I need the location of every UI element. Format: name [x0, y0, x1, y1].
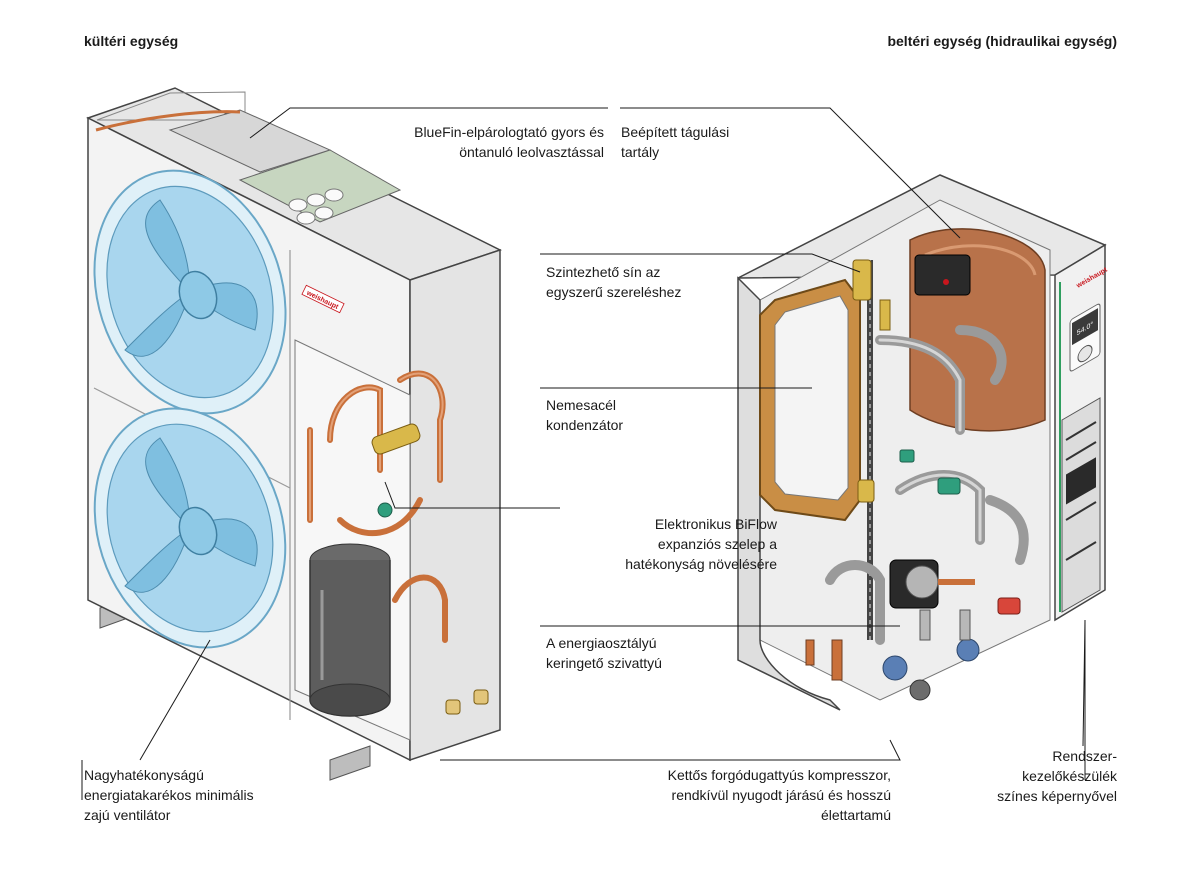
label-circulation-pump: A energiaosztályú keringető szivattyú — [546, 635, 662, 671]
circulation-pump — [889, 559, 975, 609]
stainless-condenser — [759, 278, 861, 522]
indoor-unit-heading: beltéri egység (hidraulikai egység) — [887, 33, 1117, 49]
label-compressor: Kettős forgódugattyús kompresszor, rendk… — [667, 767, 891, 823]
label-expansion-tank: Beépített tágulási tartály — [621, 124, 730, 160]
compressor — [309, 543, 391, 717]
lower-fan — [93, 407, 287, 649]
label-leveling-rail: Szintezhető sín az egyszerű szereléshez — [546, 264, 682, 300]
outdoor-unit: weishaupt — [86, 87, 502, 781]
label-fan: Nagyhatékonyságú energiatakarékos minimá… — [84, 767, 254, 823]
label-stainless-condenser: Nemesacél kondenzátor — [546, 397, 624, 433]
label-system-controller: Rendszer- kezelőkészülék színes képernyő… — [997, 748, 1117, 804]
system-controller: 54.0° — [1069, 303, 1101, 372]
upper-fan — [93, 169, 287, 415]
outdoor-unit-heading: kültéri egység — [84, 33, 179, 49]
label-biflow-valve: Elektronikus BiFlow expanziós szelep a h… — [625, 516, 777, 572]
label-bluefin-evaporator: BlueFin-elpárologtató gyors és öntanuló … — [414, 124, 604, 160]
indoor-unit: 54.0° weishaupt — [737, 174, 1109, 711]
leader-lines — [81, 107, 1086, 800]
bottom-valves — [805, 597, 1021, 701]
